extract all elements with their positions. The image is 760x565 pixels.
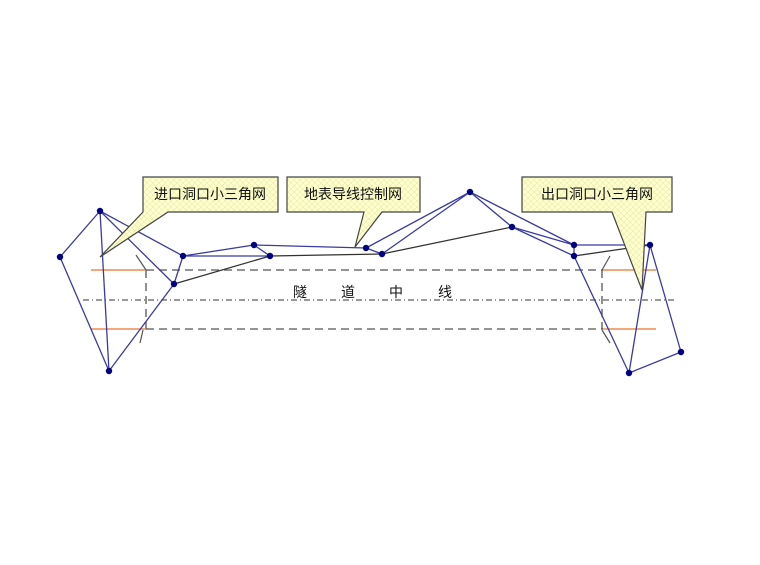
control-point [508, 223, 516, 231]
control-point [378, 250, 386, 258]
control-point [96, 207, 104, 215]
control-point [170, 280, 178, 288]
network-edge [365, 191, 471, 249]
callout-surface-text: 地表导线控制网 [304, 187, 402, 203]
control-point [56, 253, 64, 261]
network-edge [99, 210, 175, 285]
network-edge [173, 255, 184, 285]
tunnel-outline [145, 269, 603, 330]
network-edge [511, 226, 575, 257]
control-point [570, 252, 578, 260]
network-edge [108, 283, 175, 372]
callout-exit-text: 出口洞口小三角网 [541, 187, 653, 203]
control-points [56, 188, 685, 377]
control-point [570, 241, 578, 249]
network-edge [59, 210, 101, 258]
network-edge [182, 244, 255, 257]
control-point [179, 252, 187, 260]
traverse-edge [269, 253, 383, 257]
traverse-edge [381, 226, 513, 255]
control-point [250, 241, 258, 249]
network-edge [649, 244, 682, 353]
control-point [466, 188, 474, 196]
traverse-edge [173, 255, 271, 285]
network-edge [99, 210, 110, 372]
centerline-char: 线 [438, 285, 452, 301]
network-edge [253, 244, 367, 249]
callout-surface: 地表导线控制网 [286, 176, 421, 248]
network-edge [628, 244, 651, 374]
control-point [266, 252, 274, 260]
control-point [362, 244, 370, 252]
triangulation-network [59, 191, 682, 374]
control-point [646, 241, 654, 249]
callout-entrance: 进口洞口小三角网 [99, 176, 279, 258]
centerline-char: 道 [341, 285, 355, 301]
network-edge [628, 351, 682, 374]
network-edge [469, 191, 513, 228]
control-point [677, 348, 685, 356]
callout-exit: 出口洞口小三角网 [521, 176, 673, 291]
control-point [625, 369, 633, 377]
control-point [105, 367, 113, 375]
network-edge [59, 256, 110, 372]
network-edge [573, 255, 630, 374]
network-edge [381, 191, 471, 255]
traverse-lines [173, 226, 651, 285]
network-edge [99, 210, 184, 257]
network-edge [253, 244, 271, 257]
centerline-char: 中 [389, 285, 403, 301]
network-edge [511, 226, 575, 246]
portal-lines [91, 269, 656, 330]
portal-slope-marks [135, 254, 611, 344]
centerline-char: 隧 [293, 285, 307, 301]
callout-entrance-text: 进口洞口小三角网 [154, 187, 266, 203]
network-edge [469, 191, 575, 246]
